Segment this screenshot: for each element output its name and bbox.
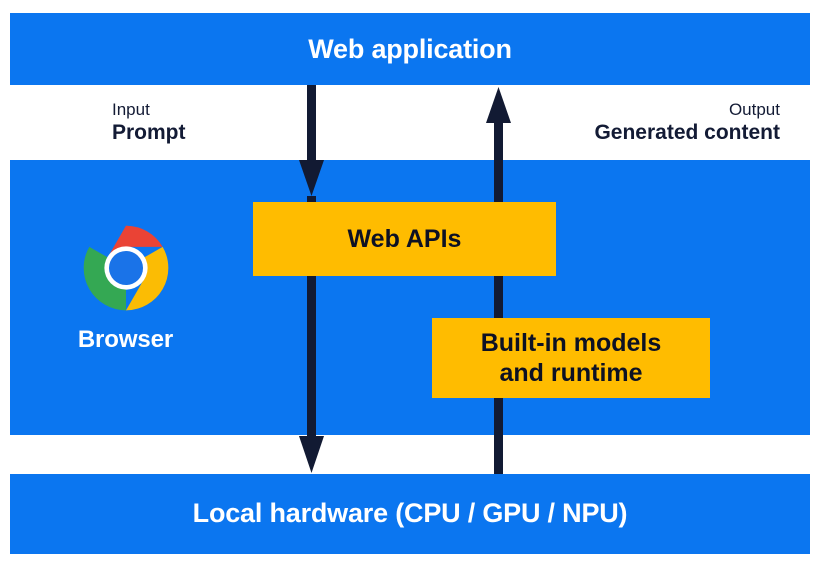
layer-web-application: Web application bbox=[10, 13, 810, 85]
web-apis-label: Web APIs bbox=[347, 224, 462, 253]
component-web-apis: Web APIs bbox=[253, 202, 556, 276]
built-in-models-line2: and runtime bbox=[499, 359, 643, 387]
built-in-models-label: Built-in models and runtime bbox=[481, 328, 662, 389]
output-kicker: Output bbox=[728, 100, 780, 119]
component-built-in-models: Built-in models and runtime bbox=[432, 318, 710, 398]
built-in-models-line1: Built-in models bbox=[480, 328, 662, 357]
browser-label: Browser bbox=[77, 326, 174, 353]
layer-local-hardware: Local hardware (CPU / GPU / NPU) bbox=[10, 474, 810, 554]
input-value: Prompt bbox=[112, 121, 186, 145]
chrome-logo-icon bbox=[83, 225, 168, 311]
output-value: Generated content bbox=[594, 121, 780, 145]
local-hardware-label: Local hardware (CPU / GPU / NPU) bbox=[192, 498, 628, 528]
input-flow-annotation: Input Prompt bbox=[112, 100, 186, 145]
input-kicker: Input bbox=[112, 100, 150, 119]
web-application-label: Web application bbox=[308, 34, 512, 64]
output-flow-annotation: Output Generated content bbox=[594, 100, 780, 145]
browser-cluster: Browser bbox=[48, 222, 203, 354]
